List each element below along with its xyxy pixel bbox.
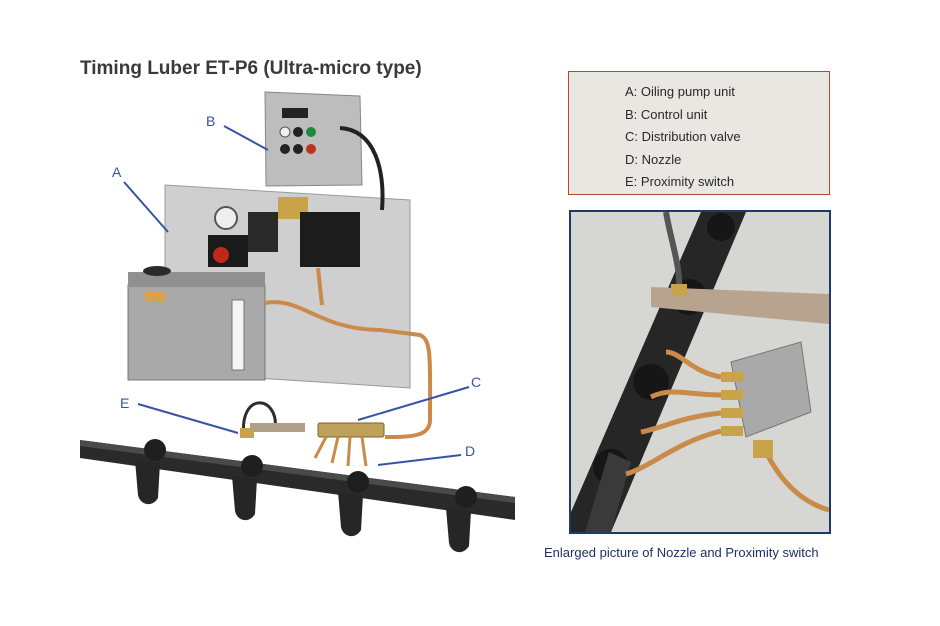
callout-d: D (465, 443, 476, 459)
level-gauge (231, 299, 245, 371)
legend-item: E: Proximity switch (625, 174, 735, 189)
legend-item: A: Oiling pump unit (625, 84, 735, 99)
solenoid-block (300, 212, 360, 267)
legend-item: B: Control unit (625, 106, 708, 122)
inset-caption: Enlarged picture of Nozzle and Proximity… (544, 545, 819, 560)
enlarged-illustration (571, 212, 829, 532)
proximity-switch-closeup (671, 284, 687, 296)
legend-list: A: Oiling pump unit B: Control unit C: D… (625, 81, 741, 194)
control-unit (264, 91, 363, 187)
page-title: Timing Luber ET-P6 (Ultra-micro type) (80, 58, 422, 79)
sensor-bracket (651, 287, 829, 324)
callout-b: B (206, 113, 216, 129)
copper-tube (264, 300, 433, 439)
callout-a: A (112, 164, 122, 180)
parts-legend: A: Oiling pump unit B: Control unit C: D… (568, 71, 830, 195)
callout-c: C (471, 374, 482, 390)
enlarged-picture (569, 210, 831, 534)
pressure-gauge (214, 206, 238, 230)
callout-e: E (120, 395, 130, 411)
distribution-valve (317, 422, 385, 438)
proximity-switch (240, 428, 254, 438)
legend-item: D: Nozzle (625, 151, 682, 167)
legend-item: C: Distribution valve (625, 129, 741, 144)
control-display (282, 108, 308, 118)
